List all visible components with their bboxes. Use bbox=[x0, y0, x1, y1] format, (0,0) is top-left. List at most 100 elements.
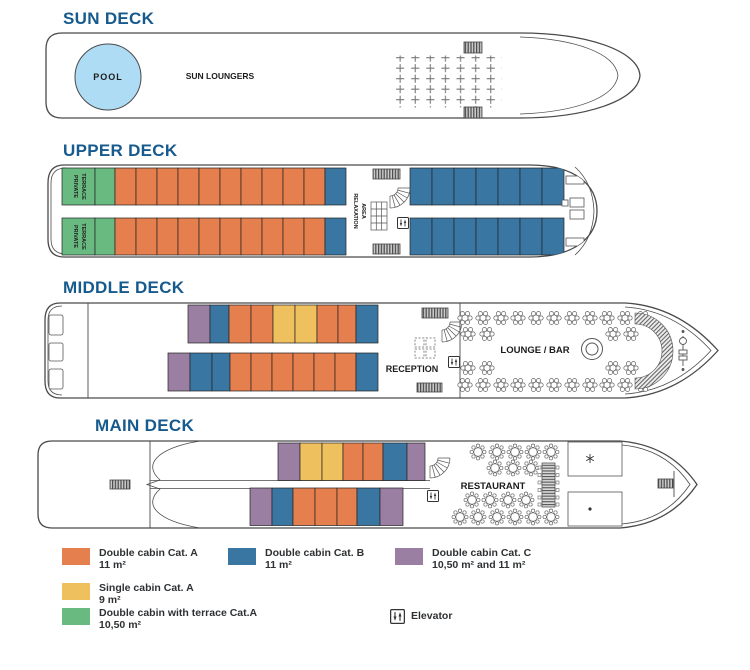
banquet-table bbox=[537, 462, 560, 508]
private-terrace-label: TERRACE bbox=[80, 223, 86, 250]
private-terrace-label: PRIVATE bbox=[72, 175, 78, 198]
cabin bbox=[177, 167, 200, 206]
cabin bbox=[219, 217, 242, 256]
main-deck-cabins-top-row bbox=[277, 442, 426, 481]
legend-label: Elevator bbox=[411, 609, 453, 622]
sun-deck-bow-inner-line bbox=[519, 36, 619, 115]
relaxation-table-icon bbox=[370, 201, 388, 231]
table-icon bbox=[524, 508, 542, 526]
anchor-winch-icon bbox=[678, 330, 688, 371]
restaurant-label: RESTAURANT bbox=[461, 481, 526, 492]
cabin bbox=[240, 167, 263, 206]
legend-swatch-double-cabin-cat-b bbox=[228, 548, 256, 565]
cabin bbox=[541, 217, 565, 256]
upper-deck-cabins-top-row bbox=[61, 167, 565, 206]
cabin bbox=[271, 352, 294, 392]
cabin bbox=[209, 304, 230, 344]
cabin bbox=[409, 217, 433, 256]
cabin bbox=[240, 217, 263, 256]
legend-size: 10,50 m² and 11 m² bbox=[432, 558, 526, 571]
private-terrace-cabin bbox=[61, 217, 96, 256]
main-deck-cabins-bottom-row bbox=[249, 487, 404, 526]
cabin bbox=[229, 352, 252, 392]
cabin bbox=[272, 304, 296, 344]
stairs-icon bbox=[372, 243, 401, 255]
table-icon bbox=[542, 508, 560, 526]
cabin bbox=[294, 304, 318, 344]
stern-lockers bbox=[48, 314, 64, 390]
elevator-icon bbox=[397, 217, 409, 229]
legend-label: Double cabin with terrace Cat.A bbox=[99, 607, 258, 619]
cabin bbox=[382, 442, 408, 481]
pool-label: POOL bbox=[93, 72, 123, 82]
legend-swatch-double-cabin-cat-a bbox=[62, 548, 90, 565]
table-icon bbox=[504, 459, 522, 477]
legend-label: Double cabin Cat. A bbox=[99, 547, 198, 559]
deck-plans: SUN DECK POOL SUN LOUNGERS UPPER DECK bbox=[37, 9, 719, 529]
private-terrace-label: TERRACE bbox=[80, 173, 86, 200]
cabin bbox=[292, 352, 315, 392]
table-icon bbox=[469, 508, 487, 526]
cabin bbox=[497, 167, 521, 206]
table-icon bbox=[488, 508, 506, 526]
middle-deck-hull bbox=[44, 302, 719, 399]
cabin bbox=[321, 442, 344, 481]
snowflake-icon bbox=[585, 454, 595, 463]
cabin bbox=[228, 304, 252, 344]
stairs-icon bbox=[463, 41, 483, 54]
cabin bbox=[303, 217, 326, 256]
table-icon bbox=[451, 508, 469, 526]
cabin bbox=[475, 167, 499, 206]
cabin bbox=[187, 304, 211, 344]
cabin bbox=[189, 352, 213, 392]
main-deck-bow-inner-line bbox=[621, 444, 691, 525]
cabin bbox=[177, 217, 200, 256]
cabin bbox=[342, 442, 364, 481]
cabin bbox=[362, 442, 384, 481]
cabin bbox=[292, 487, 316, 526]
middle-deck-bow-inner-line bbox=[624, 306, 712, 395]
cabin bbox=[282, 217, 305, 256]
sun-deck-plan: SUN DECK POOL SUN LOUNGERS bbox=[45, 9, 641, 119]
cabin bbox=[519, 217, 543, 256]
legend-swatch-single-cabin-cat-a bbox=[62, 583, 90, 600]
middle-deck-title: MIDDLE DECK bbox=[63, 278, 185, 297]
cabin bbox=[156, 217, 179, 256]
pool bbox=[74, 43, 142, 111]
middle-deck-stern-inner-line bbox=[47, 305, 63, 396]
cabin bbox=[167, 352, 191, 392]
table-icon bbox=[524, 443, 542, 461]
cabin bbox=[355, 304, 379, 344]
stern-deck-curve bbox=[145, 441, 201, 528]
table-icon bbox=[499, 491, 517, 509]
table-icon bbox=[506, 508, 524, 526]
upper-deck-title: UPPER DECK bbox=[63, 141, 178, 160]
cabin bbox=[313, 352, 336, 392]
cabin bbox=[261, 167, 284, 206]
cabin bbox=[271, 487, 294, 526]
cabin bbox=[250, 304, 274, 344]
relaxation-area-label: RELAXATION bbox=[352, 193, 358, 228]
table-icon bbox=[481, 491, 499, 509]
elevator-icon bbox=[427, 490, 439, 502]
legend-swatch-double-cabin-terrace-cat-a bbox=[62, 608, 90, 625]
cabin bbox=[156, 167, 179, 206]
legend-size: 10,50 m² bbox=[99, 618, 142, 631]
cabin bbox=[519, 167, 543, 206]
cabin bbox=[277, 442, 301, 481]
cabin bbox=[261, 217, 284, 256]
legend-item-double-cabin-cat-c: Double cabin Cat. C 10,50 m² and 11 m² bbox=[395, 547, 531, 571]
table-icon bbox=[517, 491, 535, 509]
cabin bbox=[114, 217, 137, 256]
upper-deck-cabins-bottom-row bbox=[61, 217, 565, 256]
bow-furniture bbox=[561, 175, 585, 247]
cabin bbox=[94, 167, 116, 206]
cabin bbox=[541, 167, 565, 206]
cabin bbox=[431, 217, 455, 256]
cabin bbox=[114, 167, 137, 206]
cabin bbox=[337, 304, 357, 344]
lounge-bar-label: LOUNGE / BAR bbox=[500, 345, 569, 356]
cabin bbox=[406, 442, 426, 481]
cabin bbox=[135, 217, 158, 256]
